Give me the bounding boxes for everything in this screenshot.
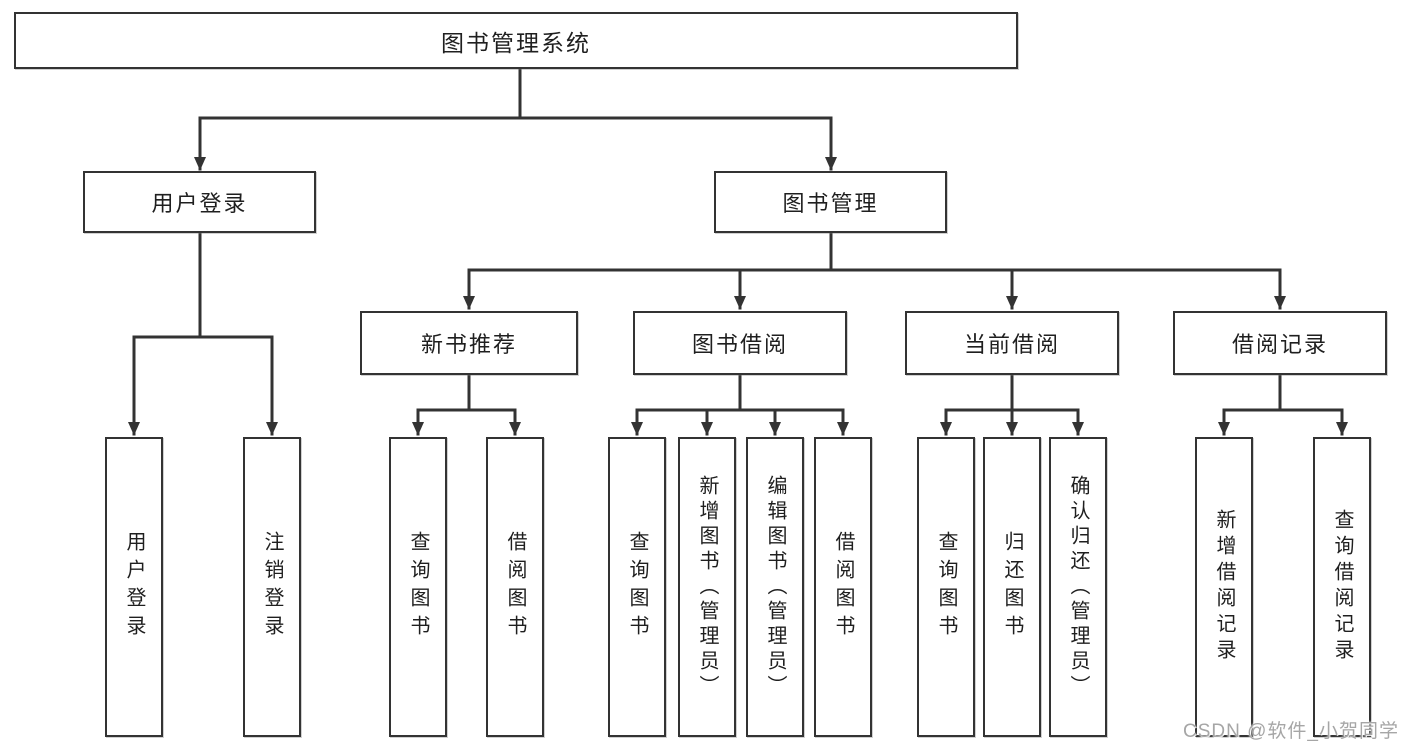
connector-book-management-rail: [467, 231, 1282, 272]
leaf-nbr-query-books: 查询图书: [389, 437, 447, 737]
connector-root-rail: [198, 66, 833, 120]
leaf-cb-confirm-return-admin: 确认归还（管理员）: [1049, 437, 1107, 737]
leaf-br-add-record: 新增借阅记录: [1195, 437, 1253, 737]
node-book-management: 图书管理: [714, 171, 947, 233]
leaf-br-query-record: 查询借阅记录: [1313, 437, 1371, 737]
node-user-login: 用户登录: [83, 171, 316, 233]
node-book-borrowing: 图书借阅: [633, 311, 847, 375]
node-borrowing-records: 借阅记录: [1173, 311, 1387, 375]
node-current-borrowing: 当前借阅: [905, 311, 1119, 375]
node-library-management-system: 图书管理系统: [14, 12, 1018, 69]
connector-book-borrow-rail: [635, 373, 845, 412]
connector-user-login-rail: [132, 231, 274, 339]
connector-new-book-rail: [416, 373, 517, 412]
leaf-logout-login: 注销登录: [243, 437, 301, 737]
leaf-bb-borrow-books: 借阅图书: [814, 437, 872, 737]
leaf-cb-query-books: 查询图书: [917, 437, 975, 737]
node-new-book-recommendation: 新书推荐: [360, 311, 578, 375]
leaf-bb-add-books-admin: 新增图书（管理员）: [678, 437, 736, 737]
leaf-user-login: 用户登录: [105, 437, 163, 737]
csdn-watermark: CSDN @软件_小贺同学: [1183, 721, 1399, 742]
leaf-cb-return-books: 归还图书: [983, 437, 1041, 737]
leaf-nbr-borrow-books: 借阅图书: [486, 437, 544, 737]
connector-current-borrow-rail: [944, 373, 1080, 412]
leaf-bb-edit-books-admin: 编辑图书（管理员）: [746, 437, 804, 737]
connector-borrow-record-rail: [1222, 373, 1344, 412]
leaf-bb-query-books: 查询图书: [608, 437, 666, 737]
